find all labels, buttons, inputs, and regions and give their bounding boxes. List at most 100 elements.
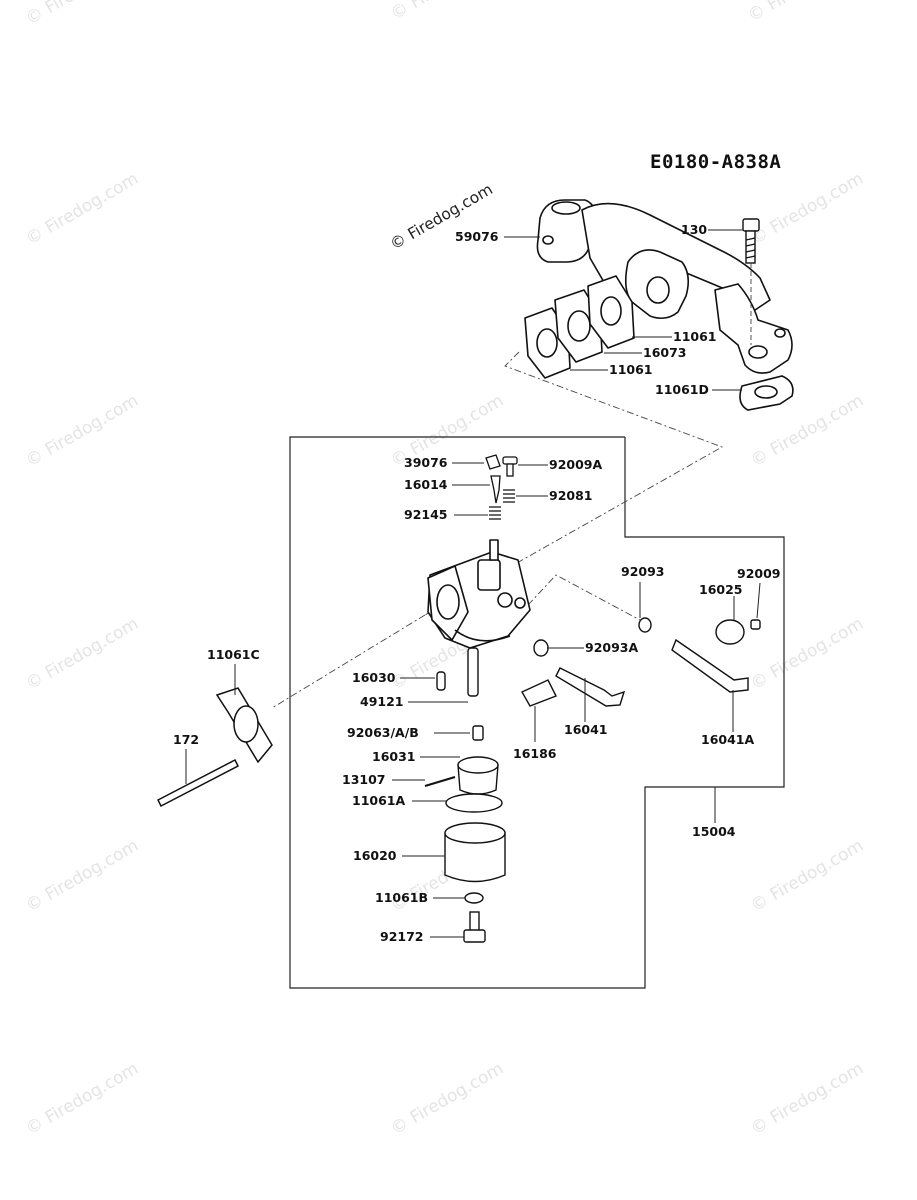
- diagram-code: E0180-A838A: [650, 151, 782, 173]
- part-label-16041: 16041: [564, 722, 608, 737]
- manifold-gaskets: [524, 275, 635, 379]
- part-label-172: 172: [173, 732, 199, 747]
- watermark: © Firedog.com: [23, 391, 142, 472]
- bolt-head: [742, 218, 760, 232]
- watermark: © Firedog.com: [748, 614, 867, 695]
- gasket-port: [536, 328, 558, 358]
- gasket-port: [233, 705, 259, 743]
- watermark: © Firedog.com: [23, 169, 142, 250]
- part-label-16073: 16073: [643, 345, 687, 360]
- carburetor-stem: [489, 539, 499, 561]
- watermark: © Firedog.com: [23, 1059, 142, 1140]
- watermark: © Firedog.com: [745, 0, 864, 26]
- gasket-port: [567, 310, 591, 342]
- clip-39076: [485, 454, 501, 470]
- plate-16186: [521, 679, 557, 707]
- screw-shank-92009A: [506, 463, 514, 477]
- gasket-11061D: [739, 375, 794, 411]
- part-label-92081: 92081: [549, 488, 593, 503]
- part-label-92009A: 92009A: [549, 457, 602, 472]
- watermark: © Firedog.com: [748, 1059, 867, 1140]
- jet-92063: [472, 725, 484, 741]
- washer-11061B: [464, 892, 484, 904]
- gasket-11061A: [445, 793, 503, 813]
- part-label-92009: 92009: [737, 566, 781, 581]
- part-label-16030: 16030: [352, 670, 396, 685]
- pin-13107: [424, 776, 456, 787]
- spring-92081: [503, 489, 515, 503]
- throttle-shaft-line: [527, 574, 641, 621]
- part-label-92172: 92172: [380, 929, 424, 944]
- float-top: [457, 756, 499, 774]
- part-label-16020: 16020: [353, 848, 397, 863]
- float-bowl-rim: [444, 822, 506, 844]
- part-label-39076: 39076: [404, 455, 448, 470]
- watermark: © Firedog.com: [23, 0, 142, 29]
- seal-92093A: [533, 639, 549, 657]
- carburetor-boss: [514, 597, 526, 609]
- manifold-center-port: [646, 276, 670, 304]
- shaft-16041: [555, 667, 626, 707]
- part-label-11061D: 11061D: [655, 382, 709, 397]
- bolt-shank-92172: [469, 911, 480, 933]
- part-label-59076: 59076: [455, 229, 499, 244]
- lower-parts: [424, 647, 506, 943]
- watermark: © Firedog.com: [388, 1059, 507, 1140]
- part-label-130: 130: [681, 222, 707, 237]
- seal-92093: [638, 617, 652, 633]
- watermark: © Firedog.com: [23, 614, 142, 695]
- shaft-16041A: [671, 638, 749, 693]
- bolt-shank: [745, 230, 756, 264]
- watermark: © Firedog.com: [23, 836, 142, 917]
- watermark: © Firedog.com: [388, 0, 507, 24]
- jet-16030: [436, 671, 446, 691]
- carburetor-base-line: [454, 629, 511, 642]
- screw-head-92009A: [502, 456, 518, 465]
- part-label-92063: 92063/A/B: [347, 725, 419, 740]
- stud-172: [156, 758, 240, 808]
- assembly-boundary: [289, 436, 785, 989]
- manifold-to-carburetor-line: [424, 351, 724, 616]
- watermark: © Firedog.com: [748, 169, 867, 250]
- carburetor-bore: [436, 584, 460, 620]
- bolt-thread: [745, 237, 756, 259]
- upper-small-parts: [485, 454, 518, 520]
- gasket-port: [600, 296, 622, 326]
- manifold-bolt-hole: [774, 328, 786, 338]
- screw-92009: [750, 619, 761, 630]
- part-label-11061C: 11061C: [207, 647, 260, 662]
- part-label-13107: 13107: [342, 772, 386, 787]
- alignment-lines: [271, 351, 724, 709]
- spring-92145: [489, 506, 501, 520]
- watermark: © Firedog.com: [748, 836, 867, 917]
- manifold-bolt-hole: [542, 235, 554, 245]
- part-label-92145: 92145: [404, 507, 448, 522]
- part-label-11061A: 11061A: [352, 793, 405, 808]
- part-labels: 59076 130 11061 16073 11061 11061D 39076…: [173, 222, 781, 944]
- part-label-11061: 11061: [673, 329, 717, 344]
- part-label-15004: 15004: [692, 824, 736, 839]
- carburetor-body: [427, 539, 531, 649]
- part-label-16014: 16014: [404, 477, 448, 492]
- part-label-16025: 16025: [699, 582, 743, 597]
- manifold-right-port: [748, 345, 768, 359]
- part-label-49121: 49121: [360, 694, 404, 709]
- leader-lines: [185, 229, 761, 938]
- part-label-16186: 16186: [513, 746, 557, 761]
- part-label-92093A: 92093A: [585, 640, 638, 655]
- part-label-92093: 92093: [621, 564, 665, 579]
- throttle-parts: [521, 617, 761, 707]
- intake-manifold: [536, 199, 793, 374]
- gasket-port: [754, 385, 778, 399]
- carburetor-fuel-inlet: [477, 559, 501, 591]
- needle-16014: [490, 475, 501, 504]
- carburetor-boss: [497, 592, 513, 608]
- left-parts: [156, 687, 273, 808]
- part-label-11061: 11061: [609, 362, 653, 377]
- bolt-130: [742, 218, 760, 264]
- bolt-head-92172: [463, 929, 486, 943]
- part-label-11061B: 11061B: [375, 890, 428, 905]
- part-label-16031: 16031: [372, 749, 416, 764]
